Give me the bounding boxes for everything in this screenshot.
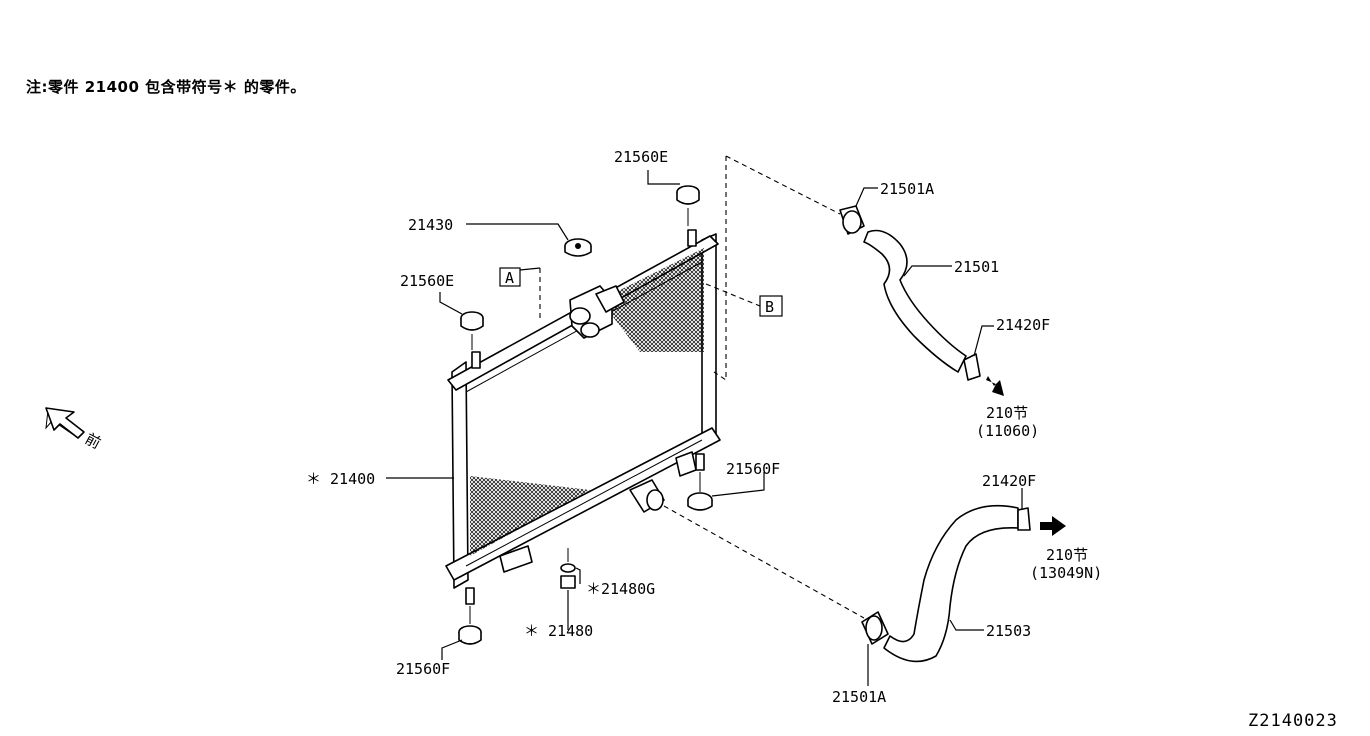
marker-a-box (499, 267, 521, 287)
radiator-cap-21430 (564, 238, 592, 257)
label-21560E-left: 21560E (400, 272, 454, 290)
bushing-21560F-right (687, 472, 713, 511)
label-21480: ＊ 21480 (524, 622, 593, 640)
marker-b: B (765, 298, 774, 316)
front-arrow-icon (45, 407, 85, 439)
bushing-21560E-top (676, 185, 700, 226)
front-label: 前 (82, 430, 104, 453)
bushing-21560E-left (460, 311, 484, 350)
upper-section-ref: 210节 (986, 404, 1028, 422)
label-21560E-top: 21560E (614, 148, 668, 166)
label-21400: ＊ 21400 (306, 470, 375, 488)
marker-b-box (759, 295, 783, 317)
lower-section-ref: 210节 (1046, 546, 1088, 564)
label-21430: 21430 (408, 216, 453, 234)
parts-note: 注:零件 21400 包含带符号＊ 的零件。 (26, 78, 306, 96)
label-21503: 21503 (986, 622, 1031, 640)
lower-section-code: (13049N) (1030, 564, 1102, 582)
gasket-21480G (560, 563, 576, 573)
radiator-21400 (445, 229, 721, 605)
bushing-21560F-bottom (458, 606, 482, 645)
label-21501A-top: 21501A (880, 180, 934, 198)
label-21501A-bottom: 21501A (832, 688, 886, 706)
label-21560F-bottom: 21560F (396, 660, 450, 678)
drain-plug-21480 (560, 548, 576, 589)
label-21480G: ＊21480G (586, 580, 655, 598)
diagram-code: Z2140023 (1248, 711, 1338, 731)
upper-section-code: (11060) (976, 422, 1039, 440)
label-21420F-bottom: 21420F (982, 472, 1036, 490)
label-21560F-right: 21560F (726, 460, 780, 478)
marker-a: A (505, 269, 514, 287)
lower-hose-21503 (861, 504, 1066, 663)
label-21501: 21501 (954, 258, 999, 276)
label-21420F-top: 21420F (996, 316, 1050, 334)
upper-hose-21501 (839, 205, 1004, 396)
